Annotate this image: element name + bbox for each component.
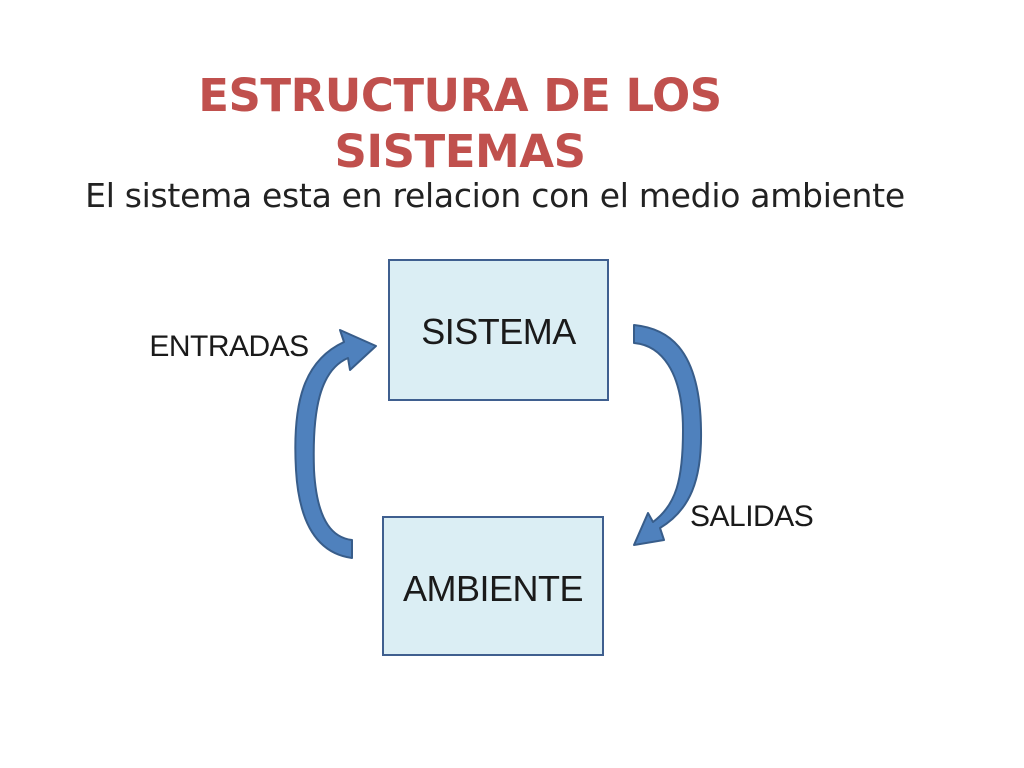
sistema-box: SISTEMA [388, 259, 609, 401]
page-title: ESTRUCTURA DE LOS SISTEMAS [198, 69, 722, 178]
salidas-label: SALIDAS [690, 500, 814, 533]
subtitle: El sistema esta en relacion con el medio… [85, 176, 905, 215]
entradas-label: ENTRADAS [149, 330, 309, 363]
ambiente-label: AMBIENTE [402, 568, 584, 609]
entradas-arrow [294, 329, 377, 559]
salidas-arrow [633, 324, 703, 546]
sistema-label: SISTEMA [421, 311, 576, 352]
ambiente-box: AMBIENTE [382, 516, 604, 656]
